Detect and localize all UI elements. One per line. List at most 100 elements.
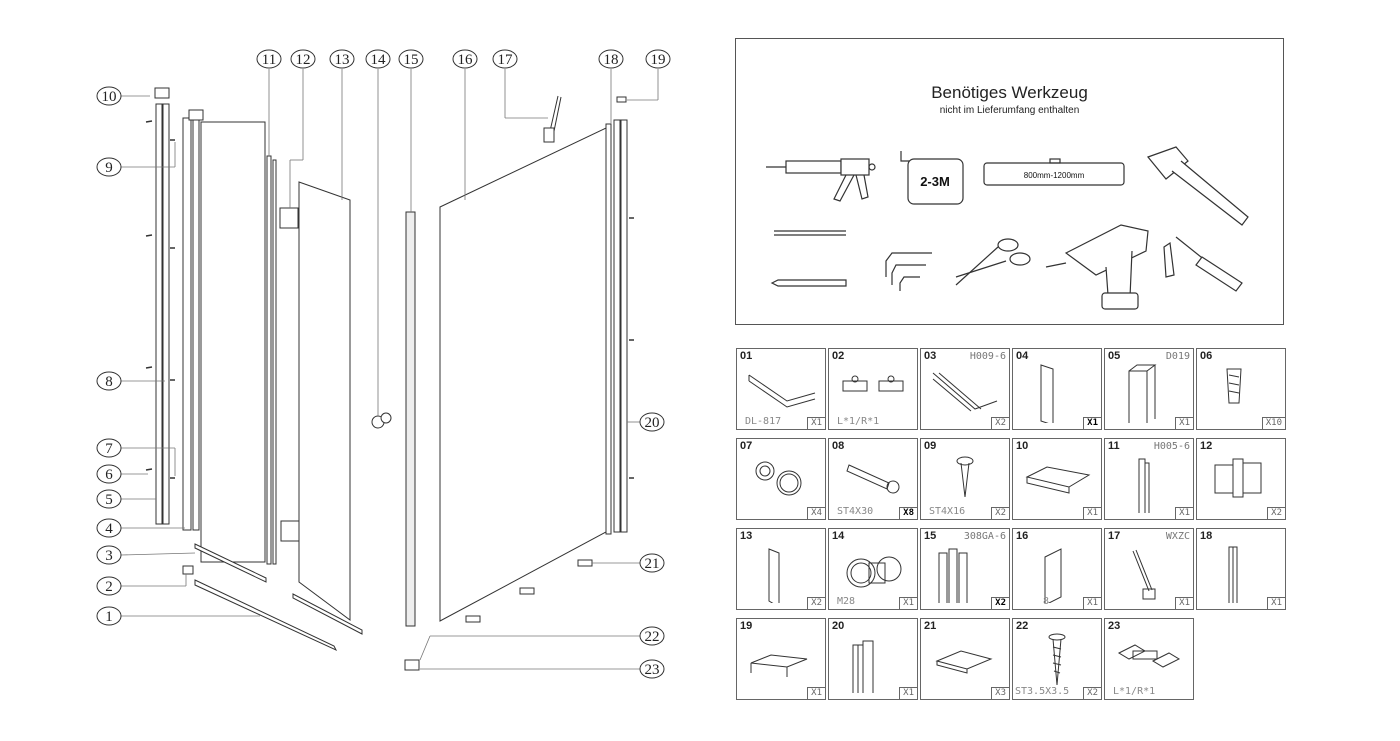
part-spec: ST3.5X3.5 bbox=[1015, 686, 1070, 697]
part-quantity: X1 bbox=[1267, 597, 1285, 609]
part-number: 04 bbox=[1016, 350, 1029, 362]
part-cell-13: 13 X2 bbox=[736, 528, 826, 610]
part-quantity: X1 bbox=[1175, 507, 1193, 519]
part-11-profile-icon bbox=[1138, 458, 1150, 513]
part-cell-07: 07 X4 bbox=[736, 438, 826, 520]
callout-16: 16 bbox=[458, 52, 474, 68]
part-quantity: X10 bbox=[1261, 417, 1285, 429]
part-number: 19 bbox=[740, 620, 753, 632]
part-quantity: X1 bbox=[1083, 597, 1101, 609]
callout-8: 8 bbox=[105, 374, 113, 390]
part-number: 14 bbox=[832, 530, 845, 542]
required-tools-box: Benötiges Werkzeug nicht im Lieferumfang… bbox=[735, 38, 1284, 325]
callout-23: 23 bbox=[645, 662, 660, 678]
part-cell-11: 11 H005-6 X1 bbox=[1104, 438, 1194, 520]
part-21-pad-icon bbox=[935, 650, 993, 674]
part-cell-10: 10 X1 bbox=[1012, 438, 1102, 520]
part-number: 16 bbox=[1016, 530, 1029, 542]
part-quantity: X2 bbox=[1267, 507, 1285, 519]
callout-4: 4 bbox=[105, 521, 113, 537]
part-22-screw-icon bbox=[1048, 633, 1066, 686]
part-23-bracket-icon bbox=[1117, 644, 1181, 668]
part-quantity: X1 bbox=[807, 417, 825, 429]
part-05-profile-icon bbox=[1128, 364, 1157, 423]
part-12-hinge-icon bbox=[1214, 458, 1262, 498]
part-code: D019 bbox=[1165, 351, 1190, 362]
part-number: 18 bbox=[1200, 530, 1213, 542]
part-number: 09 bbox=[924, 440, 937, 452]
part-code: H005-6 bbox=[1153, 441, 1190, 452]
callout-12: 12 bbox=[296, 52, 311, 68]
part-cell-02: 02 L*1/R*1 bbox=[828, 348, 918, 430]
part-quantity: X1 bbox=[899, 597, 917, 609]
part-quantity: X1 bbox=[899, 687, 917, 699]
part-spec: L*1/R*1 bbox=[837, 416, 880, 427]
part-number: 17 bbox=[1108, 530, 1121, 542]
callout-3: 3 bbox=[105, 548, 113, 564]
part-code: 308GA-6 bbox=[963, 531, 1006, 542]
part-quantity: X8 bbox=[899, 507, 917, 519]
part-13-glass-icon bbox=[768, 548, 780, 603]
part-code: WXZC bbox=[1165, 531, 1190, 542]
part-number: 10 bbox=[1016, 440, 1029, 452]
part-number: 11 bbox=[1108, 440, 1120, 452]
part-cell-21: 21 X3 bbox=[920, 618, 1010, 700]
part-cell-16: 16 8 X1 bbox=[1012, 528, 1102, 610]
tools-subtitle: nicht im Lieferumfang enthalten bbox=[939, 105, 1080, 116]
part-cell-19: 19 X1 bbox=[736, 618, 826, 700]
part-quantity: X3 bbox=[991, 687, 1009, 699]
callout-21: 21 bbox=[645, 556, 660, 572]
part-02-bracket-icon bbox=[842, 375, 904, 392]
part-number: 23 bbox=[1108, 620, 1121, 632]
part-number: 07 bbox=[740, 440, 753, 452]
part-spec: ST4X16 bbox=[929, 506, 966, 517]
part-17-stabilizer-icon bbox=[1132, 549, 1156, 600]
part-spec: DL-817 bbox=[745, 416, 782, 427]
callout-19: 19 bbox=[651, 52, 666, 68]
silicone-gun-icon bbox=[766, 158, 876, 202]
hex-keys-icon bbox=[885, 252, 932, 291]
part-15-gasket-icon bbox=[938, 548, 968, 603]
callout-22: 22 bbox=[645, 629, 660, 645]
callout-20: 20 bbox=[645, 415, 660, 431]
part-09-screw-icon bbox=[956, 456, 974, 498]
part-number: 15 bbox=[924, 530, 937, 542]
part-cell-05: 05 D019 X1 bbox=[1104, 348, 1194, 430]
callout-13: 13 bbox=[335, 52, 350, 68]
part-cell-09: 09 ST4X16 X2 bbox=[920, 438, 1010, 520]
callout-6: 6 bbox=[105, 467, 113, 483]
drill-bit-icon bbox=[774, 230, 846, 236]
scissors-icon bbox=[955, 238, 1031, 286]
part-06-anchor-icon bbox=[1226, 368, 1242, 404]
part-19-end-cap-icon bbox=[750, 654, 808, 677]
screwdriver-icon bbox=[1163, 236, 1243, 292]
part-quantity: X2 bbox=[1083, 687, 1101, 699]
part-cell-22: 22 ST3.5X3.5 X2 bbox=[1012, 618, 1102, 700]
tape-measure-icon: 2-3M bbox=[900, 151, 964, 205]
part-spec: ST4X30 bbox=[837, 506, 874, 517]
part-cell-03: 03 H009-6 X2 bbox=[920, 348, 1010, 430]
part-08-screw-icon bbox=[846, 464, 900, 494]
part-cell-04: 04 X1 bbox=[1012, 348, 1102, 430]
part-cell-12: 12 X2 bbox=[1196, 438, 1286, 520]
part-04-glass-icon bbox=[1040, 364, 1054, 423]
tools-illustrations: 2-3M 800mm-1200mm bbox=[766, 146, 1249, 310]
part-number: 01 bbox=[740, 350, 753, 362]
part-10-end-cap-icon bbox=[1025, 466, 1091, 494]
part-number: 22 bbox=[1016, 620, 1029, 632]
part-01-profile-icon bbox=[748, 374, 816, 408]
part-quantity: X2 bbox=[991, 507, 1009, 519]
part-cell-23: 23 L*1/R*1 bbox=[1104, 618, 1194, 700]
part-cell-14: 14 M28 X1 bbox=[828, 528, 918, 610]
part-quantity: X4 bbox=[807, 507, 825, 519]
part-code: H009-6 bbox=[969, 351, 1006, 362]
part-quantity: X1 bbox=[1083, 417, 1101, 429]
part-16-glass-icon bbox=[1044, 548, 1062, 603]
callout-15: 15 bbox=[404, 52, 419, 68]
part-18-profile-icon bbox=[1228, 546, 1238, 603]
callout-17: 17 bbox=[498, 52, 514, 68]
part-cell-17: 17 WXZC X1 bbox=[1104, 528, 1194, 610]
part-number: 05 bbox=[1108, 350, 1121, 362]
part-number: 06 bbox=[1200, 350, 1213, 362]
part-14-knob-icon bbox=[846, 556, 902, 588]
